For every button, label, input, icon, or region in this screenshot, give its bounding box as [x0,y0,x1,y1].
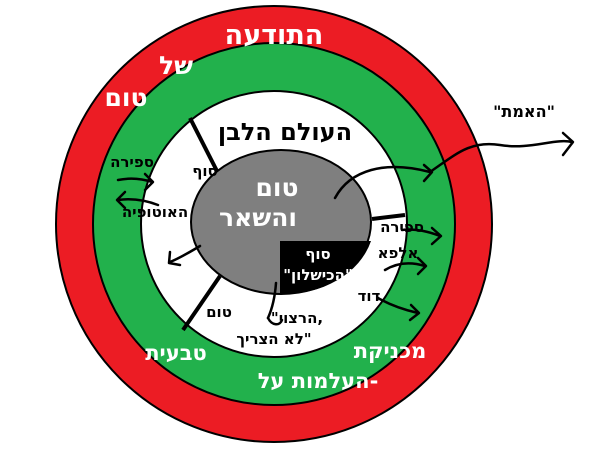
arrow-core-left [168,244,202,264]
arrow-david [376,296,420,315]
divider-top [188,117,222,178]
label-middle-bottom-left: טבעית [145,341,207,365]
label-desired-1: "הרצוי, [271,309,323,327]
divider-bottom [181,274,222,332]
label-core-1: טום [256,173,299,202]
arrow-sefira-right [400,228,442,238]
arrows [115,131,575,326]
label-failure: "הכישלון" [283,266,353,284]
arrow-head-green [422,163,434,183]
label-truth: "האמת" [493,102,555,121]
divider-right [371,213,406,221]
stroke-desired-curl [266,316,284,326]
label-middle-bottom: העלמות על- [258,369,379,393]
arrow-david-head [408,303,421,322]
label-outer-top: התודעה [225,20,324,51]
arrow-sefira-right-head [430,226,443,246]
label-outer-left-2: טום [105,83,148,112]
label-middle-bottom-right: מכניקת [354,339,427,363]
arrow-sefira-left [116,177,154,184]
label-white-world: העולם הלבן [218,118,352,146]
label-tom-bottom: טום [206,303,232,321]
label-desired-2: לא הצריך" [236,330,311,348]
arrow-autopia-head [115,190,127,210]
label-outer-left-1: של [159,51,193,80]
arrow-alpha-head [416,256,428,276]
arrow-sefira-left-head [143,172,155,192]
label-autopia: האוטופיה [122,203,188,221]
label-alpha: אלפא [378,244,419,262]
label-core-2: והשאר [219,203,297,232]
failure-wedge [280,241,371,295]
arrow-to-truth-head [561,131,575,157]
stroke-desired [266,281,278,320]
arrow-alpha [383,262,427,272]
label-end-left: סוף [192,162,217,180]
label-end-wedge: סוף [305,245,330,263]
label-sefira-right: ספירה [380,218,424,236]
label-sefira-left: ספירה [110,153,154,171]
arrow-to-truth [333,139,574,200]
label-david: דוד [358,287,381,305]
arrow-autopia [116,197,160,207]
arrow-core-left-head [167,250,182,267]
